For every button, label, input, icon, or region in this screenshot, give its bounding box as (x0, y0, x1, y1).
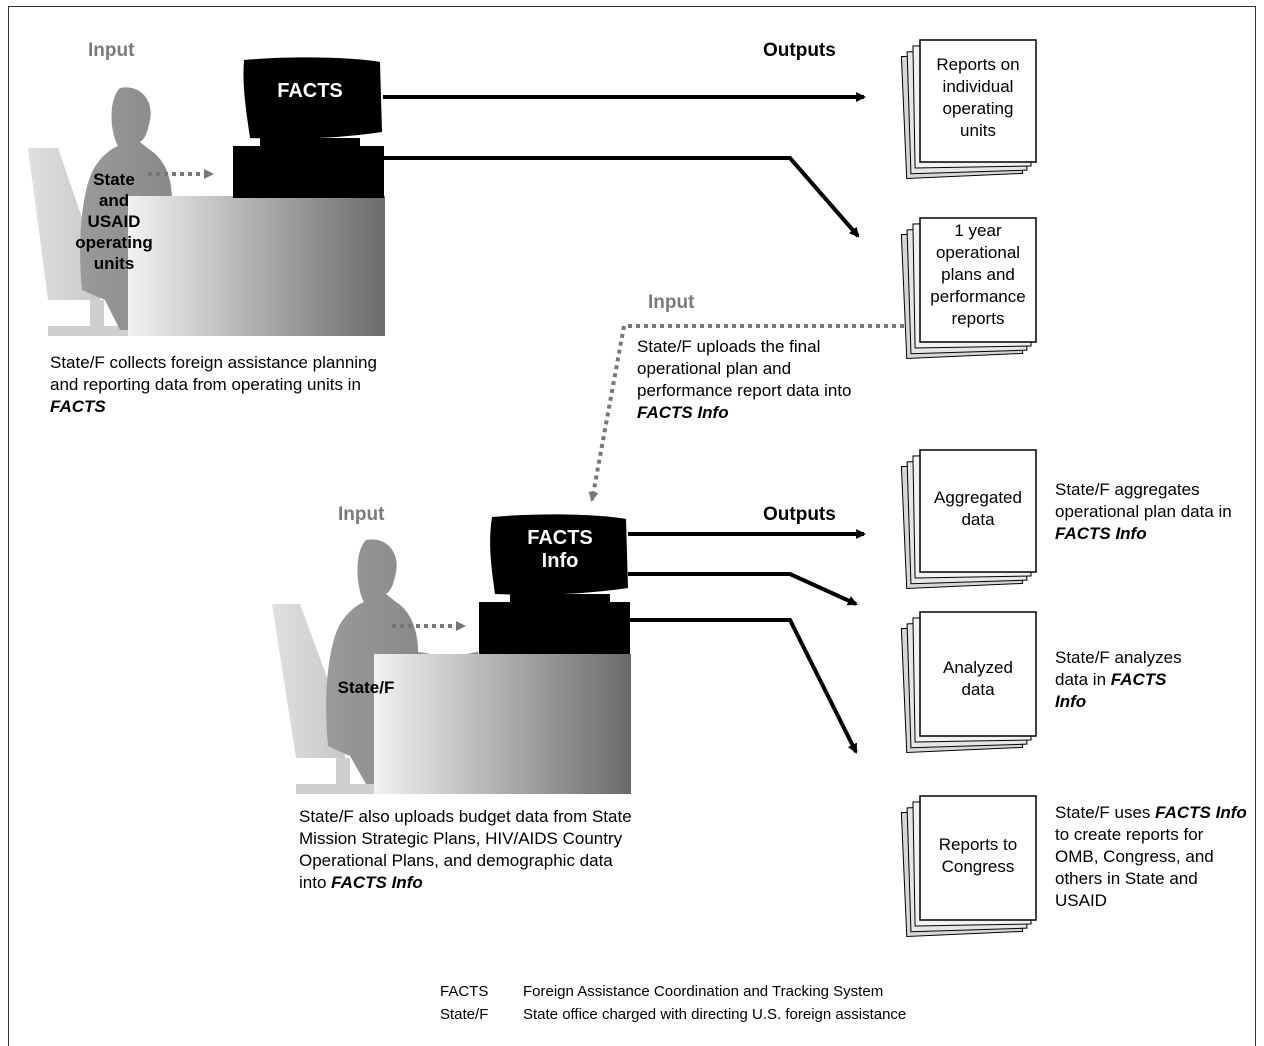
upload-dotted-arrow (588, 324, 920, 502)
doc-stack-reports-units (900, 39, 1037, 179)
bottom-input-label: Input (338, 504, 385, 525)
doc-stack-operational-plans (900, 217, 1037, 359)
input-dotted-arrows (148, 169, 920, 631)
arrow-to-congress (628, 618, 858, 754)
top-monitor (243, 57, 382, 139)
note-analyzed: State/F analyzes data in FACTS Info (1055, 648, 1182, 711)
note-congress: State/F uses FACTS Info to create report… (1055, 803, 1247, 910)
diagram-frame (8, 6, 1256, 1046)
top-caption: State/F collects foreign assistance plan… (50, 353, 377, 416)
document-stacks (900, 39, 1037, 937)
middle-caption: State/F uploads the final operational pl… (637, 337, 852, 422)
doc-stack-analyzed (900, 611, 1037, 753)
note-aggregated: State/F aggregates operational plan data… (1055, 480, 1232, 543)
top-input-label: Input (88, 40, 135, 61)
arrow-to-operational-plans (383, 156, 860, 238)
legend-abbr-statef: State/F (440, 1006, 489, 1023)
bottom-system-label: FACTS Info (527, 527, 593, 572)
legend-def-facts: Foreign Assistance Coordination and Trac… (523, 983, 884, 1000)
top-system-label: FACTS (277, 80, 343, 102)
document-sheet (919, 217, 1037, 343)
bottom-workstation (272, 514, 631, 794)
document-sheet (919, 449, 1037, 573)
legend-def-statef: State office charged with directing U.S.… (523, 1006, 907, 1023)
top-outputs-label: Outputs (763, 40, 836, 61)
doc-stack-aggregated (900, 449, 1037, 589)
output-arrows (383, 92, 866, 754)
top-desk (128, 196, 385, 336)
bottom-desk (374, 654, 631, 794)
top-workstation (28, 57, 385, 336)
arrow-to-analyzed (628, 572, 858, 606)
middle-input-label: Input (648, 292, 695, 313)
document-sheet (919, 795, 1037, 921)
bottom-monitor (490, 514, 628, 595)
document-sheet (919, 611, 1037, 737)
legend-abbr-facts: FACTS (440, 983, 489, 1000)
document-sheet (919, 39, 1037, 163)
bottom-outputs-label: Outputs (763, 504, 836, 525)
bottom-caption: State/F also uploads budget data from St… (299, 807, 632, 892)
top-person-label: State and USAID operating units (75, 170, 153, 273)
bottom-person-label: State/F (337, 678, 395, 697)
doc-stack-congress (900, 795, 1037, 937)
